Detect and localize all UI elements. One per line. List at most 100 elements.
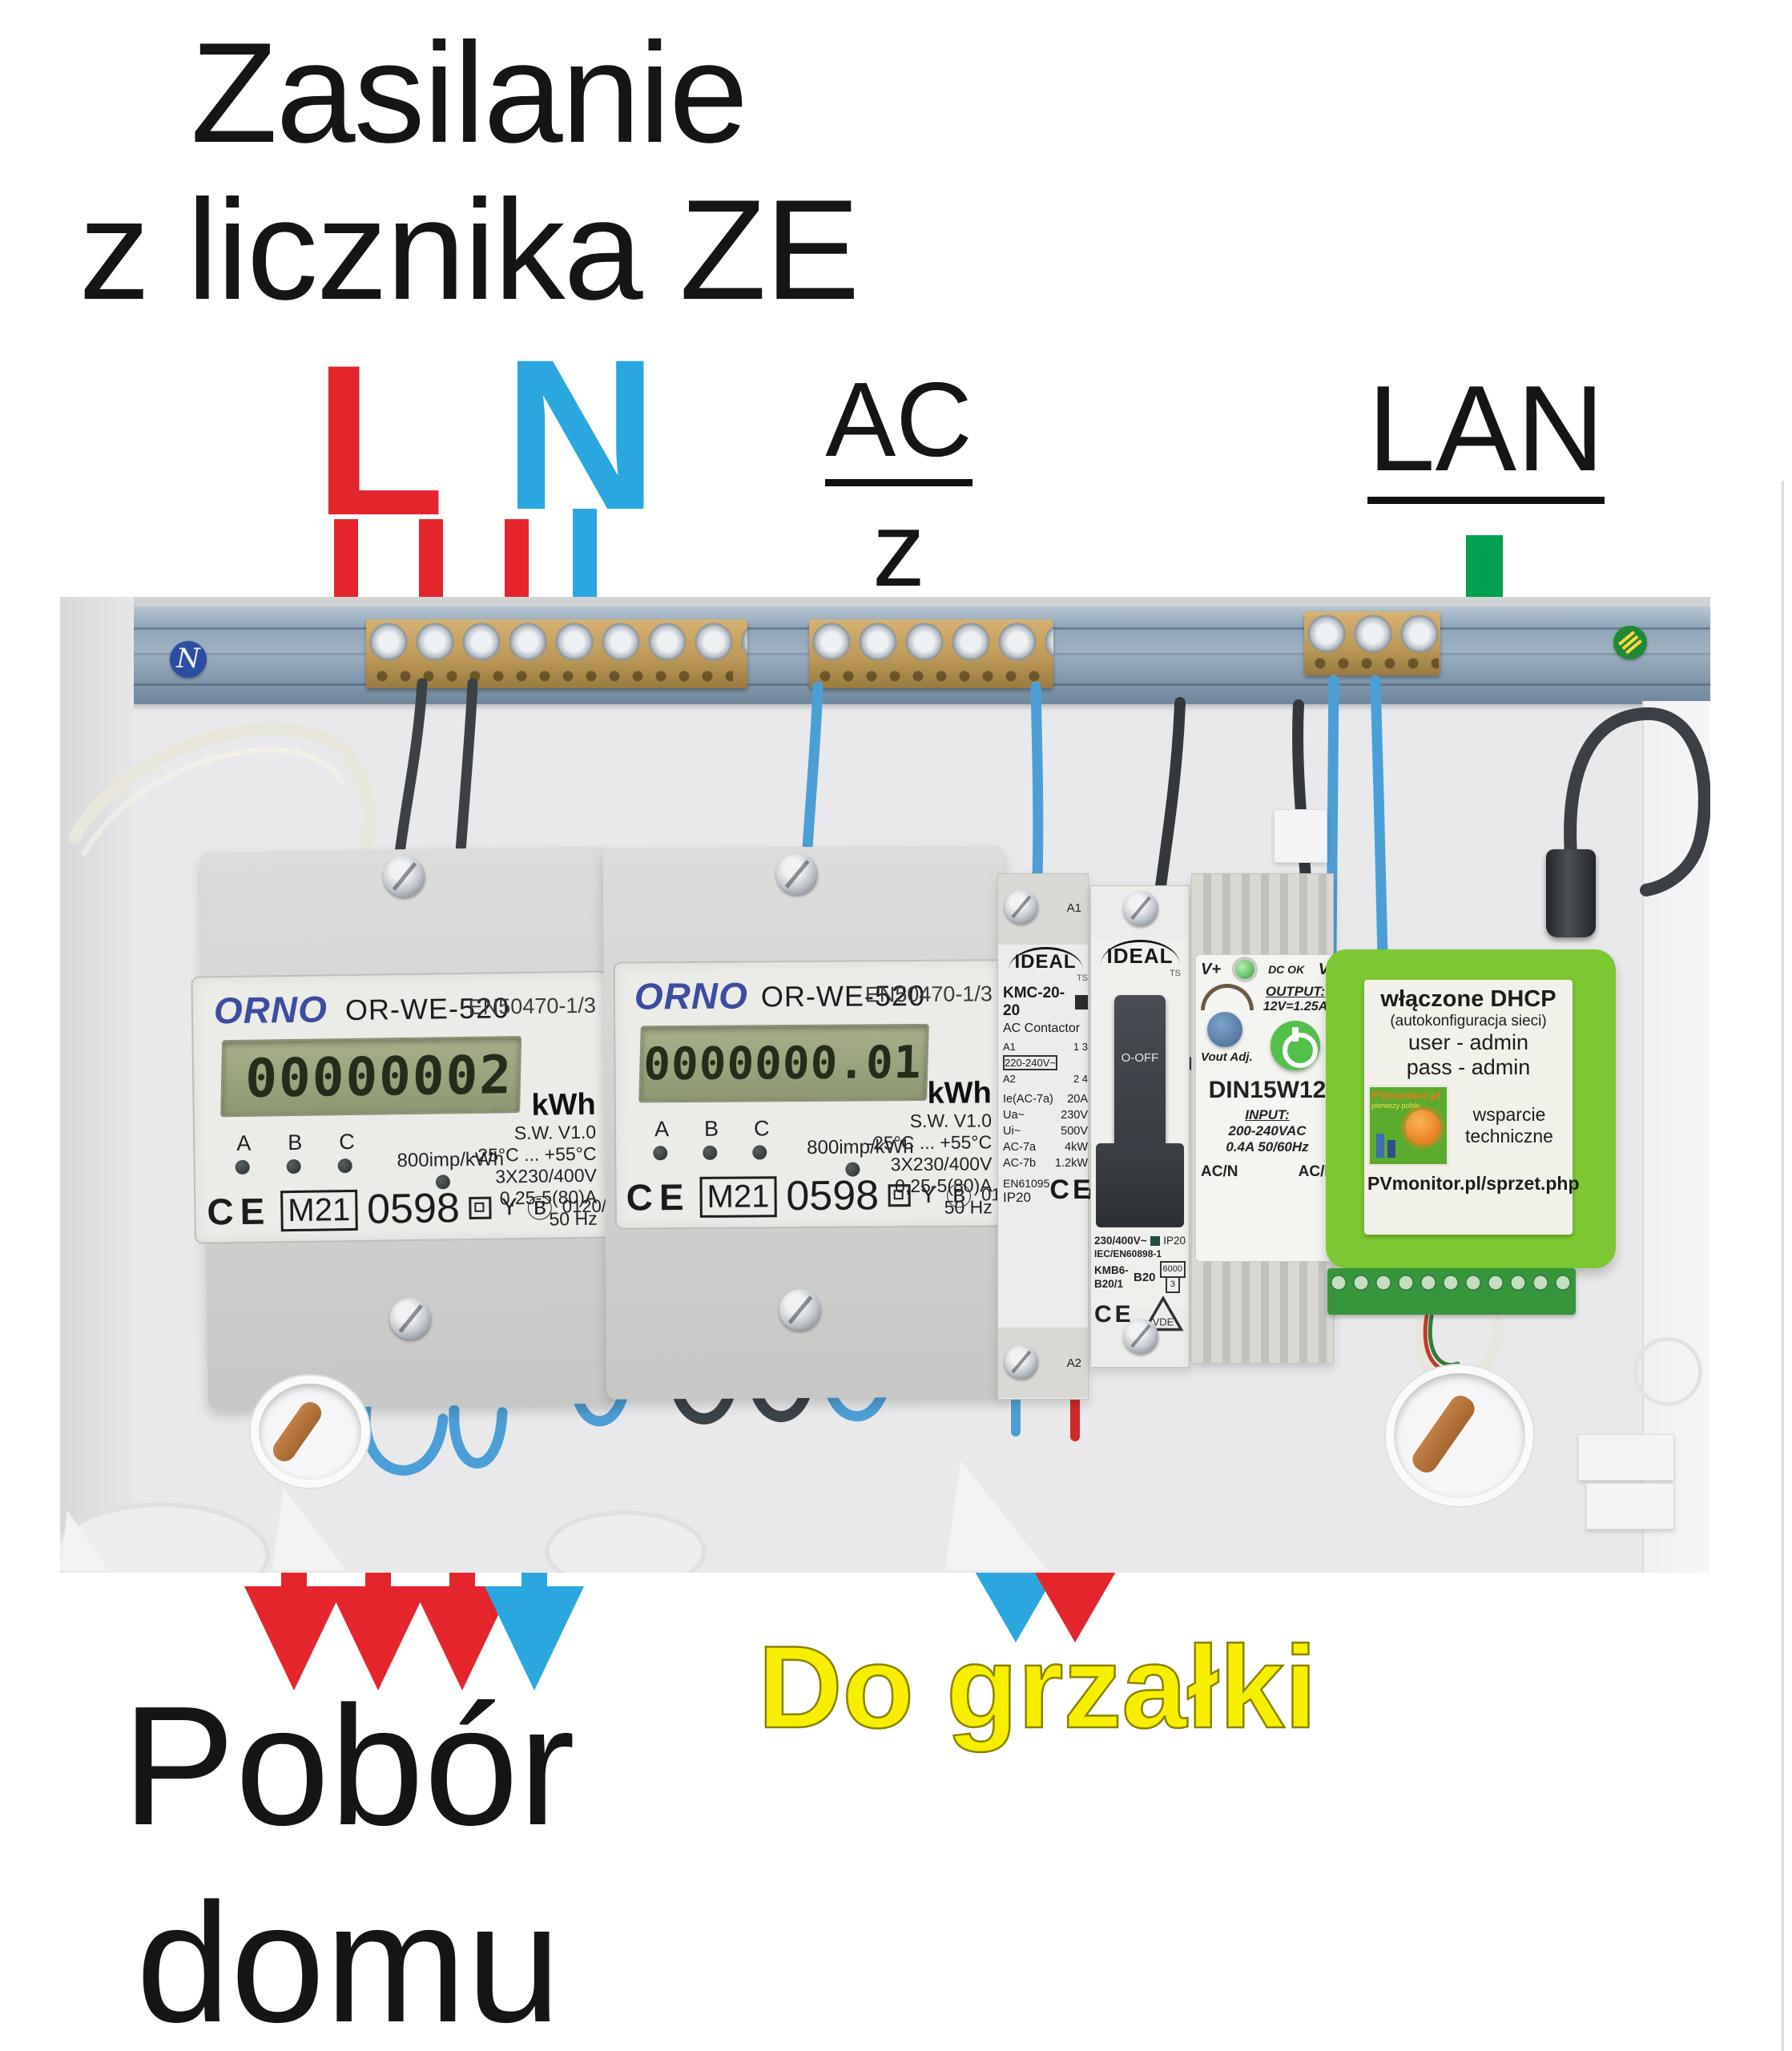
- meter2-led-c: [752, 1145, 767, 1160]
- meter2-metrology-badge: M21: [699, 1175, 777, 1218]
- power-logo-icon: [1271, 1021, 1320, 1070]
- double-insulation-icon: [888, 1184, 912, 1207]
- breaker-brand-sub: TS: [1169, 969, 1181, 978]
- wire-stub: [268, 1397, 326, 1466]
- network-symbol: Y: [920, 1181, 937, 1208]
- meter2-serial: 0598: [786, 1172, 880, 1220]
- meter1-brand: ORNO: [213, 988, 328, 1032]
- knockout-outline: [1633, 1337, 1702, 1406]
- circuit-breaker: IDEAL TS O-OFF 230/400V~ IP20 IEC/EN6089…: [1090, 885, 1190, 1368]
- breaker-brand: IDEAL: [1100, 940, 1180, 968]
- floor-recess: [545, 1510, 707, 1573]
- contactor-bottom-terminals: A2: [998, 1328, 1088, 1398]
- pvmonitor-logo: PVmonitor.pl pierwszy polski: [1367, 1085, 1449, 1167]
- ac-label-line1: AC: [825, 364, 973, 486]
- network-symbol: Y: [501, 1194, 518, 1221]
- contactor-state-indicator: [1074, 995, 1088, 1009]
- meter1-phase-a-label: A: [236, 1130, 252, 1155]
- energy-meter-2: ORNO OR-WE-520 EN50470-1/3 0000000.01 A …: [602, 845, 1102, 1400]
- canvas-edge-line: [1782, 481, 1784, 2051]
- household-phase-arrow-head-2: [328, 1586, 428, 1693]
- vout-adjust-knob: [1207, 1012, 1242, 1047]
- meter1-serial: 0598: [366, 1185, 461, 1233]
- phase-letter-l: L: [314, 320, 445, 560]
- household-phase-arrow-head-1: [244, 1586, 344, 1693]
- meter2-faceplate: ORNO OR-WE-520 EN50470-1/3 0000000.01 A …: [613, 959, 1102, 1230]
- knockout-hole: [1394, 1373, 1525, 1498]
- psu-label: V+ DC OK V- Vout Adj. OUTPUT: 12V=1.25A: [1195, 954, 1339, 1262]
- dc-ok-led: [1234, 960, 1254, 979]
- household-neutral-arrow-head: [485, 1586, 584, 1693]
- earth-sticker-icon: [1613, 626, 1647, 659]
- adjust-arc-icon: [1201, 984, 1254, 1010]
- meter2-top-screw: [775, 852, 819, 896]
- ce-mark: CE: [626, 1176, 691, 1219]
- meter2-phase-c-label: C: [753, 1116, 770, 1141]
- lan-label: LAN: [1314, 359, 1658, 504]
- contactor-type: AC Contactor: [1003, 1021, 1081, 1035]
- pvmonitor-device: włączone DHCP (autokonfiguracja sieci) u…: [1326, 949, 1616, 1268]
- title-line1: Zasilanie: [190, 13, 748, 172]
- household-label-line1: Pobór: [122, 1670, 575, 1860]
- contactor-ip: IP20: [1003, 1190, 1031, 1205]
- meter1-lcd-display: 00000002: [220, 1036, 522, 1118]
- meter1-bottom-screw: [389, 1297, 432, 1340]
- energy-meter-1: ORNO OR-WE-520 EN50470-1/3 00000002 A B …: [191, 846, 683, 1409]
- pvmonitor-url: PVmonitor.pl/sprzet.php: [1367, 1173, 1580, 1194]
- meter2-unit: kWh: [927, 1076, 992, 1110]
- meter1-metrology-badge: M21: [280, 1189, 358, 1231]
- breaker-band-icon: [1150, 1235, 1161, 1246]
- pvmonitor-label: włączone DHCP (autokonfiguracja sieci) u…: [1364, 980, 1580, 1235]
- meter2-bottom-screw: [779, 1288, 821, 1332]
- chart-bar-icon: [1376, 1134, 1384, 1158]
- ce-mark: CE: [207, 1190, 272, 1233]
- busbar-screws-icon: [1304, 613, 1440, 655]
- busbar-right: [1304, 611, 1440, 675]
- knockout-hole: [259, 1384, 361, 1480]
- meter1-led-a: [235, 1159, 250, 1175]
- cable-clip: [1586, 1483, 1674, 1529]
- breaker-ratings: 230/400V~ IP20 IEC/EN60898-1 KMB6-B20/1 …: [1094, 1234, 1186, 1333]
- vde-mark-icon: VDE: [1142, 1295, 1184, 1332]
- meter2-phase-b-label: B: [703, 1116, 719, 1141]
- enclosure-left-wall: [60, 597, 134, 1573]
- meter2-led-a: [653, 1146, 668, 1161]
- busbar-screws-icon: [366, 621, 747, 663]
- contactor-a1-label: A1: [1066, 901, 1081, 915]
- breaker-face: IDEAL TS O-OFF 230/400V~ IP20 IEC/EN6089…: [1091, 939, 1189, 1332]
- busbar-left: [366, 619, 747, 688]
- contactor-a2-label: A2: [1066, 1356, 1081, 1370]
- meter2-standard: EN50470-1/3: [864, 981, 993, 1007]
- meter2-led-b: [703, 1145, 718, 1160]
- meter1-phase-b-label: B: [288, 1130, 303, 1155]
- meter1-top-screw: [383, 855, 425, 898]
- meter2-lcd-display: 0000000.01: [638, 1023, 929, 1103]
- cable-clip: [1578, 1434, 1674, 1481]
- heater-phase-arrow-head: [1031, 1566, 1119, 1645]
- page-title: Zasilanie z licznika ZE: [0, 14, 937, 328]
- psu-din15w12: V+ DC OK V- Vout Adj. OUTPUT: 12V=1.25A: [1191, 873, 1339, 1364]
- distribution-box-photo: N: [60, 597, 1710, 1573]
- ce-mark: CE: [1094, 1300, 1134, 1328]
- contactor-model: KMC-20-20: [1003, 985, 1065, 1019]
- heater-label: Do grzałki: [757, 1621, 1318, 1754]
- ce-mark: CE: [1049, 1175, 1094, 1205]
- meter1-faceplate: ORNO OR-WE-520 EN50470-1/3 00000002 A B …: [191, 970, 683, 1244]
- neutral-sticker: N: [170, 641, 207, 678]
- breaker-toggle-base: [1096, 1143, 1184, 1227]
- sun-icon: [1405, 1110, 1440, 1145]
- busbar-middle: [809, 619, 1053, 688]
- meter1-phase-c-label: C: [339, 1129, 355, 1154]
- wire-stub: [1407, 1391, 1480, 1477]
- double-insulation-icon: [469, 1196, 493, 1219]
- class-b-symbol: Ⓑ: [526, 1194, 554, 1223]
- contactor-std: EN61095: [1003, 1177, 1050, 1190]
- meter1-standard: EN50470-1/3: [468, 993, 597, 1019]
- household-label-line2: domu: [135, 1868, 562, 2051]
- meter1-unit: kWh: [531, 1087, 596, 1122]
